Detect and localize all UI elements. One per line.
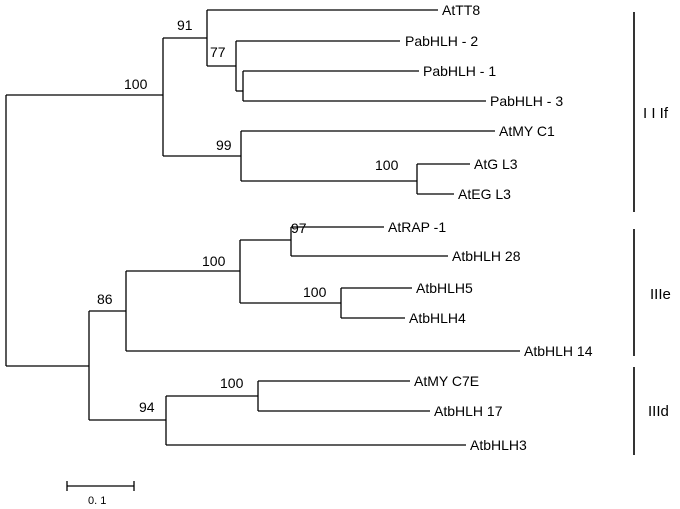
leaf-label: AtbHLH5 [416, 280, 473, 296]
group-label: IIId [648, 403, 669, 420]
bootstrap-value: 100 [124, 76, 148, 92]
group-label: I I If [643, 105, 669, 122]
leaf-label: AtTT8 [442, 2, 480, 18]
bootstrap-value: 100 [303, 284, 327, 300]
group-label: IIIe [650, 286, 671, 303]
leaf-label: AtMY C1 [499, 123, 555, 139]
bootstrap-value: 77 [210, 44, 226, 60]
bootstrap-value: 86 [97, 291, 113, 307]
leaf-label: PabHLH - 1 [423, 63, 496, 79]
leaf-label: AtbHLH 14 [524, 343, 593, 359]
bootstrap-value: 99 [216, 137, 232, 153]
leaf-label: AtEG L3 [458, 186, 511, 202]
scale-label: 0. 1 [88, 495, 106, 507]
leaf-label: PabHLH - 3 [490, 93, 563, 109]
root-clade [5, 94, 163, 367]
leaf-label: AtRAP -1 [388, 219, 446, 235]
leaf-label: AtbHLH4 [409, 310, 466, 326]
bootstrap-value: 100 [202, 253, 226, 269]
scale-bar [66, 481, 135, 491]
bootstrap-value: 100 [220, 375, 244, 391]
bootstrap-value: 97 [291, 220, 307, 236]
bootstrap-value: 100 [375, 157, 399, 173]
bootstrap-value: 91 [177, 17, 193, 33]
leaf-label: AtbHLH3 [470, 437, 527, 453]
bootstrap-value: 94 [139, 399, 155, 415]
leaf-label: AtbHLH 28 [452, 248, 521, 264]
leaf-label: PabHLH - 2 [405, 33, 478, 49]
clade-IIIf [162, 9, 495, 195]
clade-IIIe-IIId [88, 226, 520, 446]
leaf-label: AtMY C7E [414, 373, 479, 389]
leaf-label: AtbHLH 17 [434, 403, 503, 419]
leaf-label: AtG L3 [474, 156, 518, 172]
